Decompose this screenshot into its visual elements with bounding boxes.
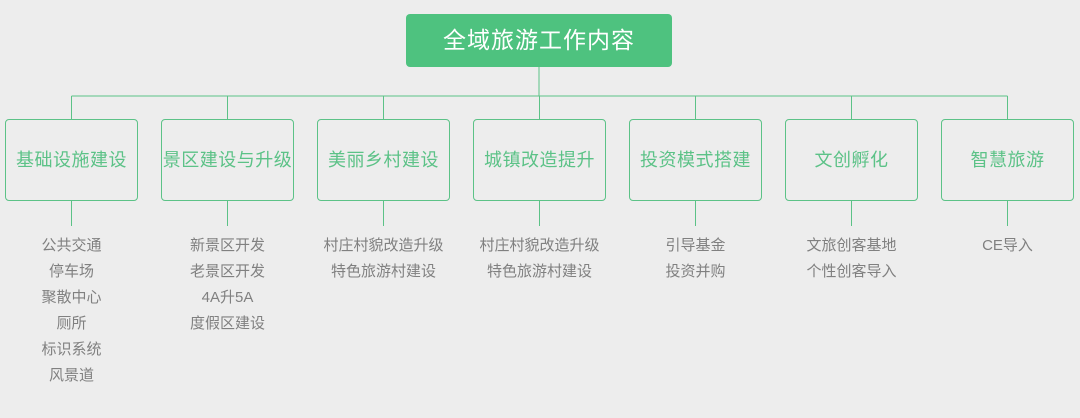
leaf-column-7: CE导入 [936, 233, 1079, 259]
leaf-item: 停车场 [48, 263, 94, 280]
root-node-label: 全域旅游工作内容 [443, 27, 635, 53]
branch-node-5[interactable]: 投资模式搭建 [629, 119, 762, 201]
leaf-item: 引导基金 [665, 237, 726, 254]
branch-node-1[interactable]: 基础设施建设 [5, 119, 138, 201]
leaf-column-5: 引导基金 投资并购 [624, 233, 767, 285]
branch-node-label: 景区建设与升级 [162, 150, 293, 170]
leaf-item: 风景道 [48, 367, 94, 384]
branch-node-label: 文创孵化 [814, 150, 889, 170]
branch-node-label: 城镇改造提升 [484, 150, 595, 170]
leaf-item: 度假区建设 [189, 315, 265, 332]
branch-node-7[interactable]: 智慧旅游 [941, 119, 1074, 201]
leaf-column-4: 村庄村貌改造升级 特色旅游村建设 [458, 233, 621, 285]
branch-node-label: 智慧旅游 [970, 150, 1045, 170]
root-node[interactable]: 全域旅游工作内容 [406, 14, 672, 67]
branch-node-4[interactable]: 城镇改造提升 [473, 119, 606, 201]
leaf-item: CE导入 [982, 237, 1033, 254]
leaf-item: 村庄村貌改造升级 [323, 237, 444, 254]
leaf-item: 4A升5A [201, 289, 254, 306]
leaf-item: 投资并购 [665, 263, 726, 280]
branch-node-2[interactable]: 景区建设与升级 [161, 119, 294, 201]
leaf-item: 新景区开发 [189, 237, 265, 254]
leaf-item: 特色旅游村建设 [330, 263, 436, 280]
leaf-item: 村庄村貌改造升级 [479, 237, 600, 254]
leaf-item: 标识系统 [41, 341, 102, 358]
leaf-column-6: 文旅创客基地 个性创客导入 [770, 233, 933, 285]
branch-node-3[interactable]: 美丽乡村建设 [317, 119, 450, 201]
leaf-item: 文旅创客基地 [806, 237, 897, 254]
leaf-item: 公共交通 [41, 237, 102, 254]
leaf-item: 聚散中心 [41, 289, 102, 306]
leaf-item: 厕所 [56, 315, 87, 332]
leaf-item: 个性创客导入 [806, 263, 897, 280]
branch-node-6[interactable]: 文创孵化 [785, 119, 918, 201]
leaf-column-3: 村庄村貌改造升级 特色旅游村建设 [302, 233, 465, 285]
leaf-item: 特色旅游村建设 [486, 263, 592, 280]
branch-node-label: 投资模式搭建 [640, 150, 751, 170]
branch-node-label: 基础设施建设 [16, 150, 127, 170]
branch-node-label: 美丽乡村建设 [328, 150, 439, 170]
branch-row: 基础设施建设 景区建设与升级 美丽乡村建设 城镇改造提升 投资模式搭建 文创孵化… [5, 119, 1075, 201]
leaf-column-1: 公共交通 停车场 聚散中心 厕所 标识系统 风景道 [0, 233, 143, 389]
leaf-column-2: 新景区开发 老景区开发 4A升5A 度假区建设 [156, 233, 299, 337]
leaf-item: 老景区开发 [189, 263, 265, 280]
